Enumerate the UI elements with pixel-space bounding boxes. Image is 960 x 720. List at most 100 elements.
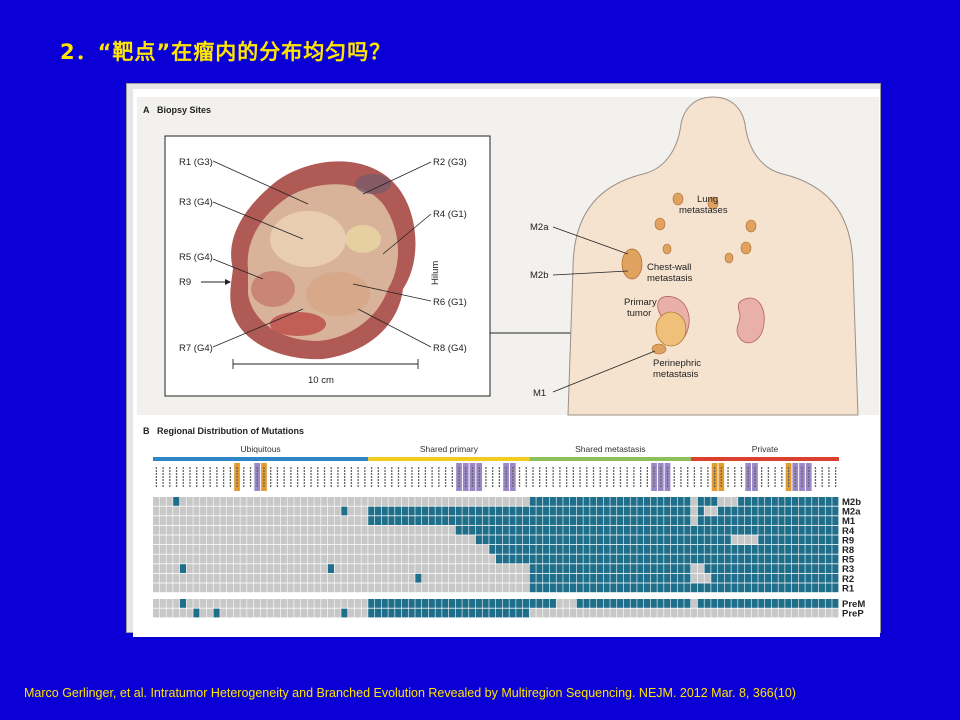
heatmap-cell	[758, 599, 765, 608]
heatmap-cell	[321, 506, 328, 516]
heatmap-cell	[388, 608, 395, 618]
heatmap-cell	[543, 506, 550, 516]
heatmap-cell	[617, 583, 624, 593]
heatmap-cell	[186, 516, 193, 525]
tumor-label-r5: R5 (G4)	[179, 252, 213, 263]
heatmap-cell	[408, 554, 415, 564]
heatmap-cell	[630, 573, 637, 583]
heatmap-cell	[401, 497, 408, 506]
heatmap-cell	[502, 599, 509, 608]
heatmap-cell	[643, 564, 651, 573]
heatmap-cell	[475, 608, 482, 618]
heatmap-cell	[307, 516, 314, 525]
heatmap-cell	[724, 497, 731, 506]
heatmap-cell	[448, 564, 456, 573]
heatmap-cell	[253, 564, 261, 573]
heatmap-cell	[287, 535, 294, 545]
heatmap-cell	[422, 573, 429, 583]
heatmap-cell	[280, 535, 287, 545]
heatmap-cell	[395, 564, 402, 573]
heatmap-cell	[374, 506, 382, 516]
heatmap-cell	[738, 608, 745, 618]
heatmap-cell	[643, 573, 651, 583]
heatmap-cell	[731, 525, 738, 535]
heatmap-cell	[274, 608, 281, 618]
heatmap-cell	[193, 583, 200, 593]
heatmap-cell	[637, 608, 644, 618]
heatmap-cell	[401, 525, 408, 535]
heatmap-cell	[744, 525, 751, 535]
heatmap-cell	[159, 506, 166, 516]
heatmap-cell	[657, 608, 664, 618]
heatmap-cell	[166, 583, 173, 593]
heatmap-cell	[704, 516, 711, 525]
heatmap-cell	[260, 497, 267, 506]
heatmap-cell	[765, 583, 772, 593]
heatmap-cell	[758, 516, 765, 525]
heatmap-cell	[630, 554, 637, 564]
heatmap-cell	[240, 516, 247, 525]
heatmap-cell	[200, 506, 207, 516]
heatmap-cell	[469, 497, 476, 506]
heatmap-cell	[327, 535, 334, 545]
heatmap-cell	[482, 608, 489, 618]
heatmap-cell	[785, 554, 792, 564]
heatmap-cell	[327, 564, 334, 573]
heatmap-cell	[529, 564, 536, 573]
heatmap-cell	[650, 497, 657, 506]
heatmap-cell	[670, 599, 677, 608]
heatmap-cell	[334, 564, 341, 573]
heatmap-cell	[408, 564, 415, 573]
heatmap-cell	[435, 608, 442, 618]
heatmap-cell	[516, 573, 523, 583]
heatmap-cell	[677, 564, 684, 573]
chest-label-line1: Chest-wall	[647, 262, 691, 273]
heatmap-cell	[448, 599, 456, 608]
heatmap-cell	[415, 583, 422, 593]
heatmap-cell	[637, 599, 644, 608]
heatmap-cell	[724, 535, 731, 545]
heatmap-cell	[549, 545, 556, 554]
heatmap-cell	[496, 535, 503, 545]
heatmap-cell	[556, 564, 563, 573]
heatmap-cell	[785, 573, 792, 583]
heatmap-cell	[738, 599, 745, 608]
heatmap-cell	[825, 506, 832, 516]
heatmap-cell	[556, 583, 563, 593]
tumor-label-r8: R8 (G4)	[433, 343, 467, 354]
heatmap-cell	[529, 525, 536, 535]
heatmap-cell	[590, 545, 597, 554]
heatmap-cell	[549, 554, 556, 564]
heatmap-cell	[368, 583, 375, 593]
heatmap-cell	[825, 599, 832, 608]
heatmap-cell	[664, 516, 671, 525]
heatmap-cell	[354, 599, 361, 608]
heatmap-cell	[422, 535, 429, 545]
heatmap-cell	[825, 583, 832, 593]
heatmap-cell	[670, 554, 677, 564]
heatmap-cell	[717, 545, 725, 554]
heatmap-cell	[731, 554, 738, 564]
heatmap-cell	[751, 599, 758, 608]
heatmap-cell	[502, 554, 509, 564]
heatmap-cell	[341, 564, 348, 573]
heatmap-cell	[374, 525, 382, 535]
heatmap-cell	[166, 564, 173, 573]
heatmap-cell	[206, 516, 213, 525]
heatmap-cell	[596, 535, 604, 545]
heatmap-cell	[193, 573, 200, 583]
heatmap-cell	[321, 497, 328, 506]
heatmap-cell	[818, 564, 825, 573]
heatmap-cell	[724, 554, 731, 564]
heatmap-cell	[166, 506, 173, 516]
heatmap-cell	[186, 545, 193, 554]
heatmap-cell	[543, 564, 550, 573]
heatmap-cell	[401, 545, 408, 554]
heatmap-cell	[563, 506, 570, 516]
heatmap-cell	[455, 608, 462, 618]
heatmap-cell	[354, 608, 361, 618]
heatmap-cell	[502, 608, 509, 618]
heatmap-cell	[327, 583, 334, 593]
heatmap-cell	[307, 599, 314, 608]
